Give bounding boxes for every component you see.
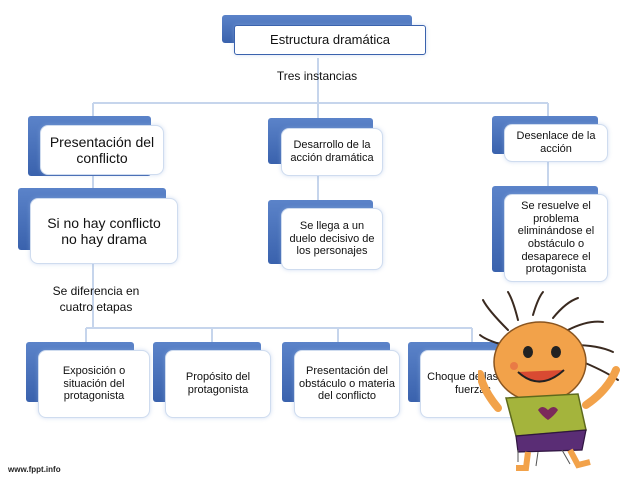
instance-desenlace-title: Desenlace de la acción — [504, 124, 608, 162]
stage-proposito-text: Propósito del protagonista — [165, 350, 271, 418]
stage-obstaculo-text: Presentación del obstáculo o materia del… — [294, 350, 400, 418]
stages-caption: Se diferencia en cuatro etapas — [52, 284, 140, 315]
cartoon-child-illustration — [478, 291, 620, 471]
detail-presentacion-text: Si no hay conflicto no hay drama — [30, 198, 178, 264]
instance-presentacion-title: Presentación del conflicto — [40, 125, 164, 175]
footer-url: www.fppt.info — [8, 465, 61, 474]
instance-desarrollo-title: Desarrollo de la acción dramática — [281, 128, 383, 176]
stage-exposicion-text: Exposición o situación del protagonista — [38, 350, 150, 418]
root-label: Estructura dramática — [234, 25, 426, 55]
root-caption: Tres instancias — [276, 69, 358, 83]
detail-desenlace-text: Se resuelve el problema eliminándose el … — [504, 194, 608, 282]
detail-desarrollo-text: Se llega a un duelo decisivo de los pers… — [281, 208, 383, 270]
